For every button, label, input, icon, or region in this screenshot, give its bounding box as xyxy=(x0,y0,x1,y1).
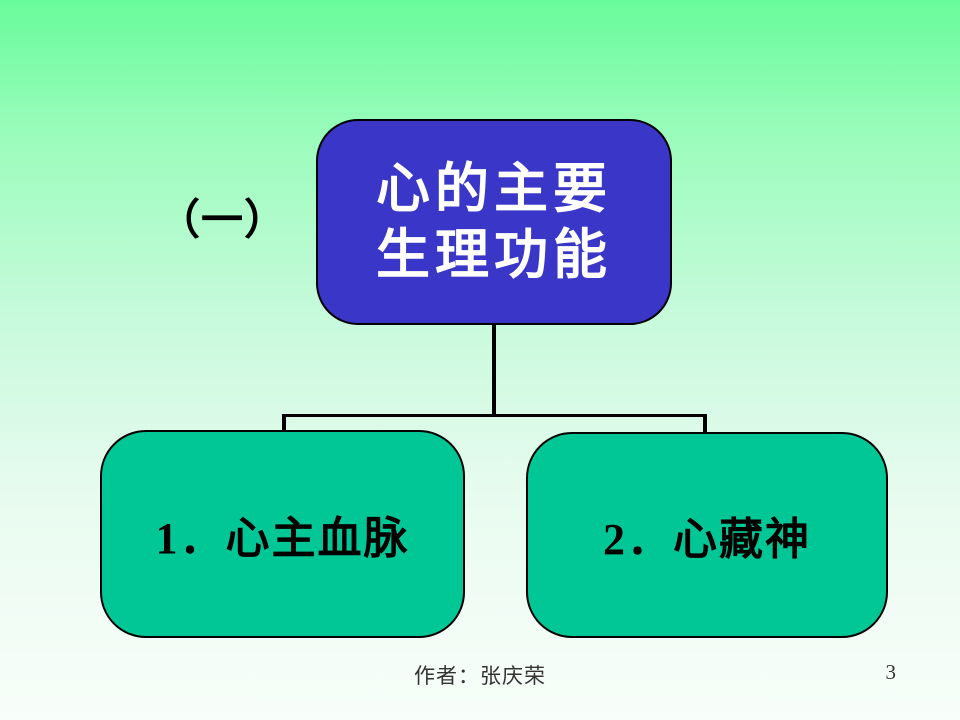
child-node-2-label: 2．心藏神 xyxy=(603,515,811,564)
connector-left-stub-line xyxy=(282,414,286,432)
connector-horizontal-line xyxy=(282,414,707,417)
root-node-title-line2: 生理功能 xyxy=(376,225,612,285)
connector-right-stub-line xyxy=(703,414,707,432)
root-node-title-line1: 心的主要 xyxy=(376,159,612,219)
section-label: （一） xyxy=(158,198,288,244)
child-node-1-label: 1．心主血脉 xyxy=(155,514,410,563)
root-node: 心的主要 生理功能 xyxy=(316,119,672,325)
footer-author: 作者：张庆荣 xyxy=(414,664,546,688)
child-node-heart-stores-spirit: 2．心藏神 xyxy=(526,432,888,638)
root-node-title: 心的主要 生理功能 xyxy=(376,156,612,288)
page-number: 3 xyxy=(885,660,897,684)
child-node-heart-governs-blood: 1．心主血脉 xyxy=(100,430,465,638)
connector-root-vertical-line xyxy=(492,325,496,417)
